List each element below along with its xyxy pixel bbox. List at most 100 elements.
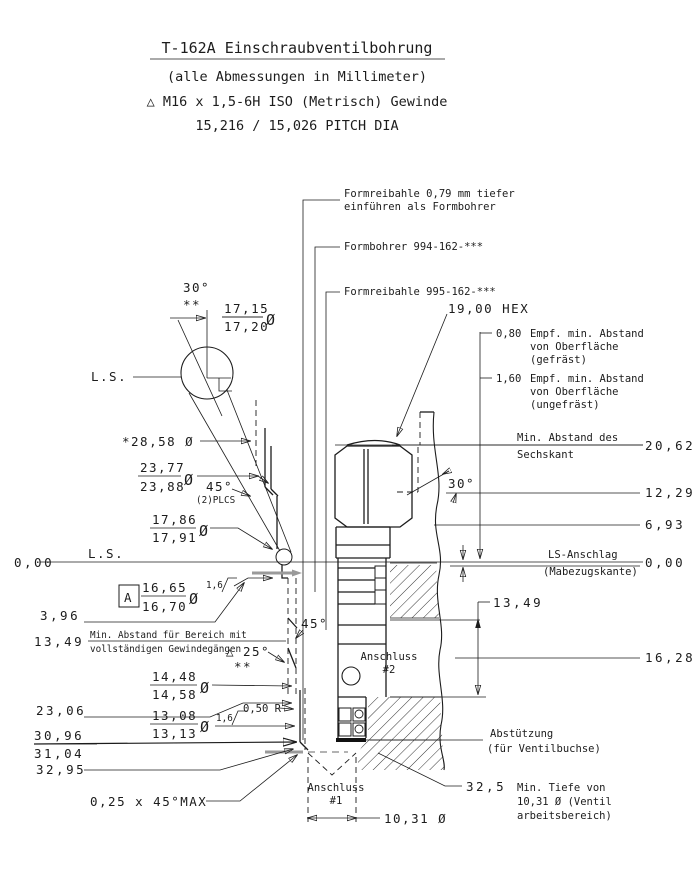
dim-13-08: 13,08	[152, 708, 197, 723]
dim-14-58: 14,58	[152, 687, 197, 702]
unmilled-note-3: (ungefräst)	[530, 399, 600, 411]
dim-16-28: 16,28	[645, 650, 695, 665]
dim-0-00-left: 0,00	[14, 555, 54, 570]
port1-label: Anschluss	[308, 782, 365, 794]
reamer-depth-note-1: Formreibahle 0,79 mm tiefer	[344, 188, 515, 200]
bottom-labels: Anschluss #1 Anschluss #2 10,31 Ø Abstüt…	[308, 651, 612, 826]
hex-clearance-note-1: Min. Abstand des	[517, 432, 618, 444]
dim-12-29: 12,29	[645, 485, 695, 500]
dim-32-95: 32,95	[36, 762, 86, 777]
surface-finish-a: 1,6	[206, 580, 223, 591]
dim-45deg-seat: 45°	[301, 616, 328, 631]
tool-notes: Formreibahle 0,79 mm tiefer einführen al…	[344, 188, 529, 316]
dim-17-20: 17,20	[224, 319, 269, 334]
hex-size-label: 19,00 HEX	[448, 301, 529, 316]
detail-labels: 30° ** 17,15 17,20 Ø L.S.	[91, 280, 275, 384]
diameter-symbol-1: Ø	[266, 311, 275, 329]
depth-note-1: Min. Tiefe von	[517, 782, 606, 794]
cartridge-valve	[334, 439, 413, 742]
dim-23-77: 23,77	[140, 460, 185, 475]
milled-note-2: von Oberfläche	[530, 341, 619, 353]
title-pitch-dia: 15,216 / 15,026 PITCH DIA	[195, 118, 398, 134]
surface-finish-b: 1,6	[216, 713, 233, 724]
dim-32-5: 32,5	[466, 779, 506, 794]
dim-25deg: 25°	[243, 644, 270, 659]
dim-17-86: 17,86	[152, 512, 197, 527]
dim-3-96: 3,96	[40, 608, 80, 623]
dim-23-88: 23,88	[140, 479, 185, 494]
diameter-symbol-4: Ø	[189, 590, 198, 608]
bore-profile	[252, 400, 357, 822]
unmilled-note-1: Empf. min. Abstand	[530, 373, 644, 385]
diameter-symbol-2: Ø	[184, 471, 193, 489]
dim-0-00-right: 0,00	[645, 555, 685, 570]
reamer-depth-note-2: einführen als Formbohrer	[344, 201, 496, 213]
dim-16-65: 16,65	[142, 580, 187, 595]
support-note-1: Abstützung	[490, 728, 553, 740]
ls-detail-label: L.S.	[91, 369, 127, 384]
diameter-symbol-5: Ø	[200, 679, 209, 697]
form-drill-note: Formbohrer 994-162-***	[344, 241, 483, 253]
stars-25deg: **	[234, 659, 252, 674]
top-note-leaders	[302, 199, 448, 740]
dim-13-49-right: 13,49	[493, 595, 543, 610]
dim-16-70: 16,70	[142, 599, 187, 614]
ls-left-label: L.S.	[88, 546, 124, 561]
thread-note-2: vollständigen Gewindegängen	[90, 644, 241, 655]
depth-note-2: 10,31 Ø (Ventil	[517, 796, 612, 808]
dim-23-06: 23,06	[36, 703, 86, 718]
ls-stop-sub: (Mabezugskante)	[543, 566, 638, 578]
thread-note-1: Min. Abstand für Bereich mit	[90, 630, 247, 641]
dim-13-13: 13,13	[152, 726, 197, 741]
unmilled-note-2: von Oberfläche	[530, 386, 619, 398]
dim-chamfer-max: 0,25 x 45°MAX	[90, 794, 207, 809]
dim-14-48: 14,48	[152, 669, 197, 684]
title-units: (alle Abmessungen in Millimeter)	[167, 69, 427, 85]
port1-number: #1	[330, 795, 343, 807]
dim-13-49-left: 13,49	[34, 634, 84, 649]
dim-45deg: 45°	[206, 479, 233, 494]
dim-31-04: 31,04	[34, 746, 84, 761]
title-block: T-162A Einschraubventilbohrung (alle Abm…	[147, 39, 448, 134]
stars-top: **	[183, 297, 201, 312]
dim-17-91: 17,91	[152, 530, 197, 545]
support-note-2: (für Ventilbuchse)	[487, 743, 601, 755]
datum-a-flag: A	[124, 590, 133, 605]
radius-0-50: 0,50 R	[243, 703, 282, 715]
unmilled-value: 1,60	[496, 373, 521, 385]
support-ledge	[336, 738, 366, 742]
triangle-flag: △	[226, 644, 235, 659]
bottom-dimension-lines	[308, 739, 483, 818]
dim-10-31: 10,31 Ø	[384, 811, 447, 826]
section-hatching	[358, 565, 444, 770]
form-reamer-note: Formreibahle 995-162-***	[344, 286, 496, 298]
diameter-symbol-6: Ø	[200, 718, 209, 736]
milled-note-3: (gefräst)	[530, 354, 587, 366]
right-dimension-lines	[40, 332, 643, 698]
fraction-bars	[118, 316, 263, 726]
diameter-symbol-3: Ø	[199, 522, 208, 540]
depth-note-3: arbeitsbereich)	[517, 810, 612, 822]
right-dimensions: Min. Abstand des Sechskant 20,62 30° 12,…	[448, 432, 695, 665]
dim-6-93: 6,93	[645, 517, 685, 532]
milled-note-1: Empf. min. Abstand	[530, 328, 644, 340]
dim-30deg-right: 30°	[448, 476, 475, 491]
drawing-title: T-162A Einschraubventilbohrung	[162, 39, 433, 57]
title-thread-spec: △ M16 x 1,5-6H ISO (Metrisch) Gewinde	[147, 94, 448, 110]
port2-number: #2	[383, 664, 396, 676]
dim-20-62: 20,62	[645, 438, 695, 453]
dim-30deg-top: 30°	[183, 280, 210, 295]
dim-30-96: 30,96	[34, 728, 84, 743]
left-dimension-leaders	[33, 441, 303, 802]
dim-45deg-places: (2)PLCS	[196, 495, 235, 506]
left-dimensions: *28,58 Ø 23,77 23,88 Ø 45° (2)PLCS 17,86…	[14, 434, 328, 809]
hex-clearance-note-2: Sechskant	[517, 449, 574, 461]
surface-distance-notes: 0,80 Empf. min. Abstand von Oberfläche (…	[496, 328, 644, 411]
dim-17-15: 17,15	[224, 301, 269, 316]
port2-label: Anschluss	[361, 651, 418, 663]
ls-stop-label: LS-Anschlag	[548, 549, 618, 561]
dim-28-58: *28,58 Ø	[122, 434, 194, 449]
detail-circle	[133, 310, 292, 553]
